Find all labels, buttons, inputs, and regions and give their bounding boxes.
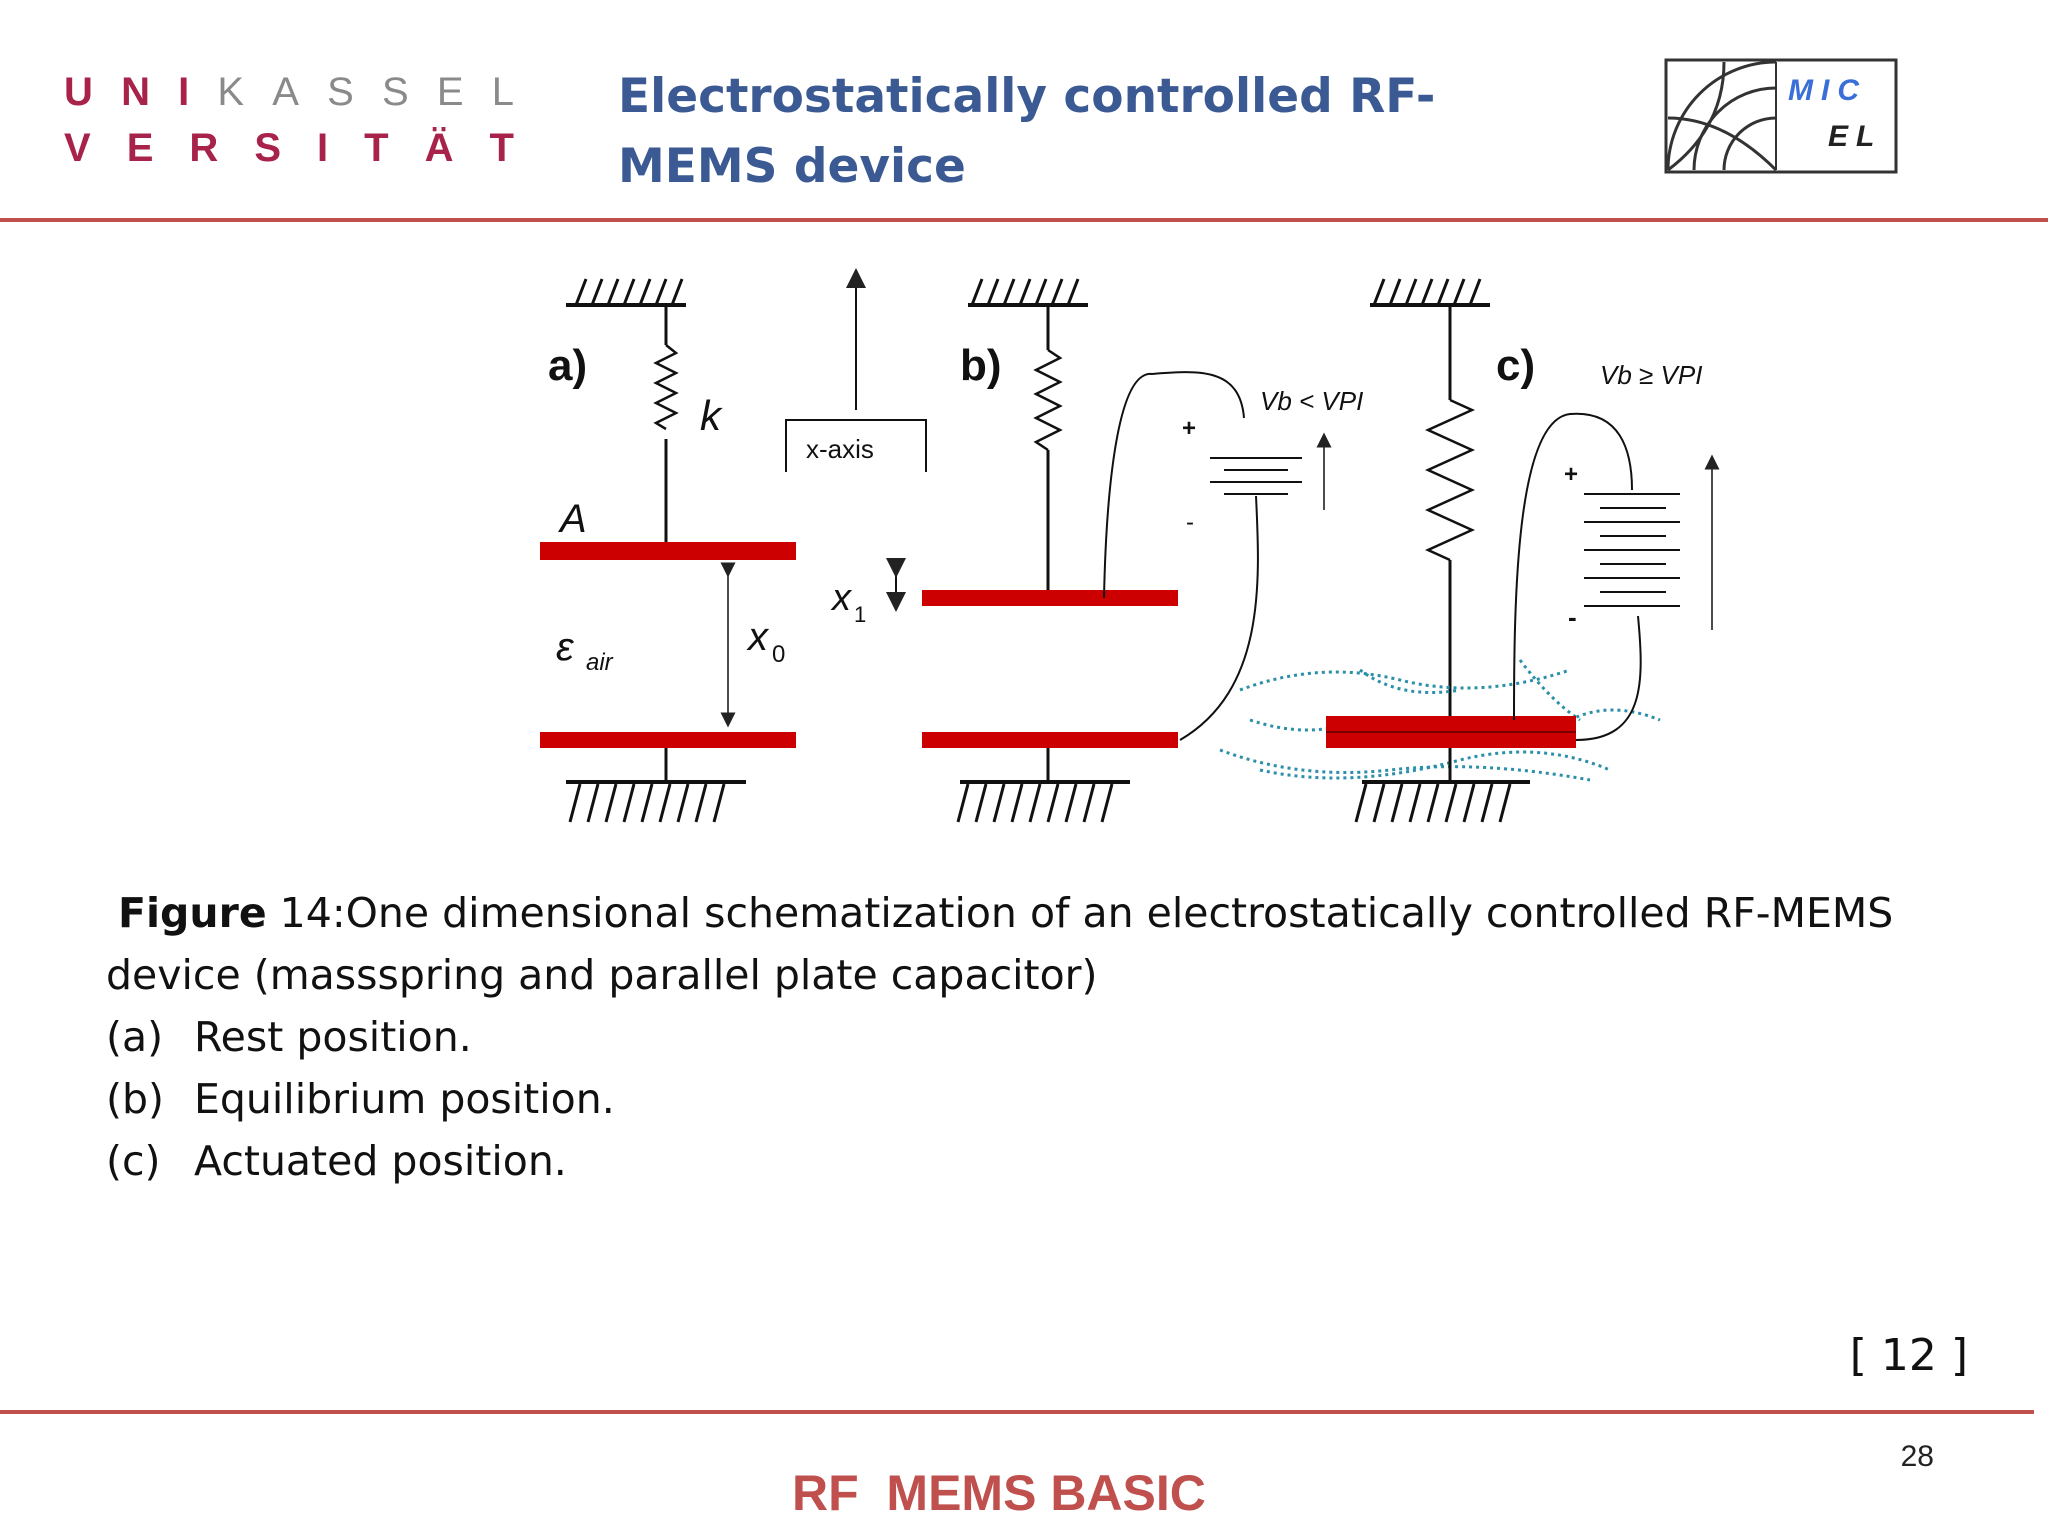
displacement-label: x: [830, 577, 853, 619]
plate-area-label: A: [558, 497, 587, 541]
caption-line-2: device (massspring and parallel plate ca…: [106, 951, 1098, 999]
caption-text-1: 14:One dimensional schematization of an …: [266, 889, 1894, 937]
list-item-text: Actuated position.: [194, 1137, 567, 1185]
panel-a: a) k A ε air x 0: [540, 278, 796, 823]
panel-label-b: b): [960, 341, 1002, 390]
list-item: (b) Equilibrium position.: [106, 1068, 1966, 1130]
gap-subscript: 0: [772, 641, 785, 668]
figure-caption: Figure 14:One dimensional schematization…: [106, 882, 1966, 1192]
logo-row-1: U N I K A S S E L: [64, 64, 514, 120]
panel-label-c: c): [1496, 341, 1535, 390]
list-item: (a) Rest position.: [106, 1006, 1966, 1068]
logo-letter: V: [64, 126, 91, 170]
logo-letter: R: [189, 126, 219, 170]
list-item-text: Equilibrium position.: [194, 1075, 615, 1123]
displacement-subscript: 1: [854, 602, 866, 627]
panel-c: + - Vb ≥ VPI c): [1219, 278, 1720, 823]
list-item-label: (b): [106, 1075, 165, 1123]
condition-b-label: Vb < VPI: [1260, 386, 1363, 416]
logo-letter: N: [121, 70, 150, 114]
page-number: 28: [1900, 1440, 1934, 1473]
panel-b: + - Vb < VPI b): [922, 278, 1363, 823]
mems-schematic-figure: a) k A ε air x 0 x-axis x 1 +: [540, 268, 1720, 823]
slide-title: Electrostatically controlled RF-MEMS dev…: [618, 69, 1436, 194]
logo-row-2: V E R S I T Ä T: [64, 120, 514, 176]
logo-letter: T: [489, 126, 514, 170]
logo-letter: S: [327, 70, 354, 114]
logo-letter: E: [436, 70, 464, 114]
plus-sign-b: +: [1182, 415, 1196, 442]
list-item: (c) Actuated position.: [106, 1130, 1966, 1192]
x-axis-label: x-axis: [806, 434, 874, 464]
plus-sign-c: +: [1564, 461, 1578, 488]
minus-sign-c: -: [1568, 602, 1577, 632]
logo-letter: T: [364, 126, 389, 170]
header-divider: [0, 218, 2048, 222]
logo-letter: Ä: [424, 126, 454, 170]
reference-citation: [ 12 ]: [1849, 1330, 1968, 1381]
logo-letter: I: [178, 70, 190, 114]
list-item-label: (a): [106, 1013, 164, 1061]
logo-letter: U: [64, 70, 93, 114]
x-axis-indicator: x-axis x 1: [785, 268, 927, 627]
minus-sign-b: -: [1186, 509, 1194, 536]
spring-label: k: [700, 392, 723, 439]
logo-letter: A: [272, 70, 299, 114]
logo-letter: S: [254, 126, 281, 170]
logo-letter: I: [317, 126, 329, 170]
footer-divider: [0, 1410, 2034, 1414]
caption-line-1: Figure 14:One dimensional schematization…: [106, 882, 1966, 944]
gap-label: x: [746, 615, 770, 659]
logo-letter: K: [217, 70, 245, 114]
epsilon-label: ε: [556, 625, 575, 669]
footer-title: RF MEMS BASIC: [792, 1465, 1206, 1521]
logo-letter: E: [126, 126, 154, 170]
micel-text-top: MIC: [1788, 74, 1867, 107]
panel-label-a: a): [548, 341, 587, 390]
university-logo: U N I K A S S E L V E R S I T Ä T: [64, 64, 534, 174]
logo-letter: S: [382, 70, 409, 114]
epsilon-subscript: air: [586, 649, 614, 676]
micel-logo: MIC EL: [1664, 58, 1898, 174]
condition-c-label: Vb ≥ VPI: [1600, 360, 1702, 390]
figure-word: Figure: [118, 889, 267, 937]
logo-letter: L: [491, 70, 514, 114]
list-item-text: Rest position.: [194, 1013, 472, 1061]
list-item-label: (c): [106, 1137, 161, 1185]
micel-text-bottom: EL: [1828, 120, 1882, 153]
